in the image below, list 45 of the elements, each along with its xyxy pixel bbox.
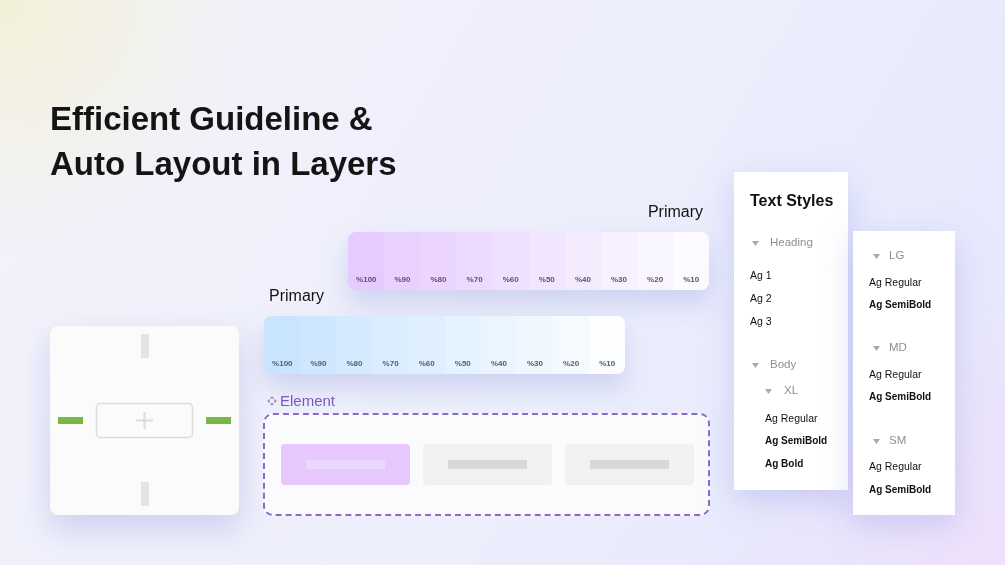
text-style-sample: Ag 2 [750,292,772,304]
color-swatch: %60 [492,232,529,290]
text-styles-panel [734,172,848,490]
group-label: LG [889,249,905,261]
text-style-sample: Ag 1 [750,269,772,281]
text-style-sample: Ag SemiBold [869,484,932,495]
panel-title: Text Styles [750,192,834,210]
color-swatch: %30 [516,316,554,374]
color-swatch: %80 [420,232,457,290]
color-swatch: %50 [528,232,566,290]
color-swatch: %100 [264,316,301,374]
color-swatch: %60 [408,316,445,374]
group-label: MD [889,341,907,353]
color-swatch: %10 [672,232,709,290]
color-swatch: %20 [552,316,590,374]
text-styles-panel [853,231,955,515]
group-label: Body [770,358,797,370]
color-swatch: %20 [636,232,674,290]
text-style-sample: Ag Regular [869,368,922,380]
text-style-sample: Ag Bold [765,458,804,469]
text-style-sample: Ag Regular [869,276,922,288]
text-style-sample: Ag SemiBold [869,391,932,402]
color-swatch: %100 [348,232,385,290]
group-label: SM [889,434,907,446]
color-swatch: %70 [372,316,409,374]
text-style-sample: Ag 3 [750,315,772,327]
color-swatch: %30 [600,232,638,290]
frame-title: Element [280,392,336,409]
group-label: XL [784,384,799,396]
color-swatch: %10 [588,316,625,374]
color-swatch: %90 [384,232,421,290]
text-style-sample: Ag Regular [765,412,818,424]
color-swatch: %80 [336,316,373,374]
palette-title: Primary [647,203,703,221]
color-swatch: %40 [480,316,518,374]
color-swatch: %90 [300,316,337,374]
text-style-sample: Ag SemiBold [869,299,932,310]
color-swatch: %40 [564,232,602,290]
group-label: Heading [770,236,813,248]
heading: Efficient Guideline & Auto Layout in Layers [50,99,398,184]
text-style-sample: Ag SemiBold [765,435,828,446]
color-swatch: %70 [456,232,493,290]
text-style-sample: Ag Regular [869,460,922,472]
color-swatch: %50 [444,316,482,374]
palette-title: Primary [269,287,325,305]
